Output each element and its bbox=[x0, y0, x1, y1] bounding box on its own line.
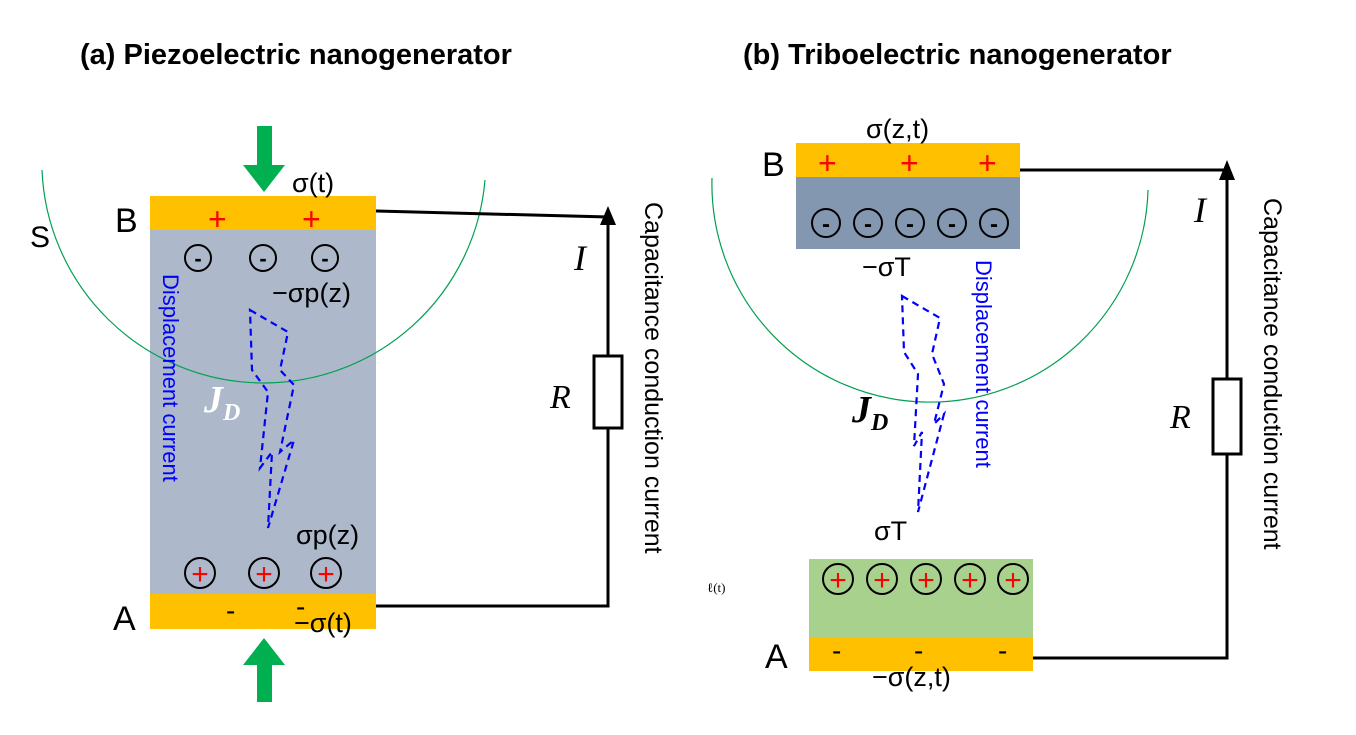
top-polarization-label: −σp(z) bbox=[272, 278, 351, 308]
svg-text:+: + bbox=[317, 558, 335, 591]
circuit-wire-a-lower bbox=[376, 428, 610, 608]
electrode-label-a: A bbox=[113, 600, 136, 638]
resistor-b bbox=[1211, 377, 1243, 456]
displacement-current-label-b: Displacement current bbox=[971, 260, 996, 468]
negative-tribo-ion-1: - bbox=[811, 208, 841, 238]
panel-b: (b) Triboelectric nanogenerator σ(z,t) B… bbox=[707, 39, 1286, 692]
circuit-label-a: Capacitance conduction current bbox=[639, 202, 667, 554]
svg-text:+: + bbox=[829, 564, 847, 597]
negative-ion-3: - bbox=[311, 244, 339, 272]
negative-ion-2: - bbox=[249, 244, 277, 272]
jd-symbol-b: JD bbox=[851, 389, 888, 436]
svg-text:-: - bbox=[822, 211, 830, 238]
positive-ion-3: + bbox=[310, 557, 342, 591]
surface-label: S bbox=[30, 221, 50, 254]
svg-text:+: + bbox=[255, 558, 273, 591]
electrode-label-b2: B bbox=[762, 146, 785, 184]
top-electrode-b2 bbox=[796, 143, 1020, 177]
positive-tribo-ion-2: + bbox=[866, 563, 898, 597]
top-tribo-label: −σT bbox=[862, 252, 911, 282]
panel-a-title: (a) Piezoelectric nanogenerator bbox=[80, 39, 512, 71]
positive-tribo-ion-5: + bbox=[997, 563, 1029, 597]
panel-b-title: (b) Triboelectric nanogenerator bbox=[743, 39, 1172, 71]
bottom-compression-arrow bbox=[243, 638, 285, 702]
bottom-electrode-minus-b1: - bbox=[832, 635, 841, 666]
current-symbol-a: I bbox=[573, 238, 588, 278]
svg-text:-: - bbox=[321, 246, 328, 271]
top-charge-label: σ(t) bbox=[292, 168, 334, 198]
current-arrowhead-a bbox=[600, 206, 616, 225]
resistor-symbol-a: R bbox=[549, 379, 571, 416]
svg-text:-: - bbox=[259, 246, 266, 271]
bottom-electrode-a bbox=[150, 594, 376, 629]
bottom-polarization-label: σp(z) bbox=[296, 520, 359, 550]
positive-tribo-ion-3: + bbox=[910, 563, 942, 597]
displacement-current-bolt-b bbox=[900, 294, 947, 513]
negative-tribo-ion-4: - bbox=[937, 208, 967, 238]
circuit-wire-a bbox=[375, 209, 610, 356]
gap-label: ℓ(t) bbox=[707, 580, 726, 595]
negative-tribo-ion-5: - bbox=[979, 208, 1009, 238]
positive-ion-1: + bbox=[184, 557, 216, 591]
positive-ion-2: + bbox=[248, 557, 280, 591]
top-electrode-plus-b2: + bbox=[900, 145, 919, 181]
positive-tribo-ion-4: + bbox=[954, 563, 986, 597]
gaussian-surface-arc-b bbox=[711, 177, 1149, 403]
displacement-current-bolt bbox=[248, 308, 297, 529]
current-arrowhead-b bbox=[1219, 160, 1235, 180]
bottom-electrode-minus-2: - bbox=[296, 591, 305, 622]
jd-symbol: JD bbox=[203, 379, 240, 426]
negative-ion-1: - bbox=[184, 244, 212, 272]
svg-text:-: - bbox=[906, 211, 914, 238]
circuit-label-b: Capacitance conduction current bbox=[1258, 198, 1286, 550]
svg-text:+: + bbox=[191, 558, 209, 591]
svg-text:-: - bbox=[864, 211, 872, 238]
bottom-electrode-a2 bbox=[809, 637, 1033, 671]
resistor-a bbox=[592, 354, 624, 430]
bottom-electrode-minus-b2: - bbox=[914, 635, 923, 666]
bottom-charge-label-b: −σ(z,t) bbox=[872, 662, 951, 692]
top-electrode-b bbox=[150, 196, 376, 230]
bottom-charge-label: −σ(t) bbox=[294, 608, 352, 638]
svg-text:+: + bbox=[1004, 564, 1022, 597]
svg-text:-: - bbox=[194, 246, 201, 271]
svg-text:+: + bbox=[961, 564, 979, 597]
bottom-electrode-minus-1: - bbox=[226, 595, 235, 626]
svg-text:+: + bbox=[917, 564, 935, 597]
top-compression-arrow bbox=[243, 126, 285, 192]
electrode-label-b: B bbox=[115, 202, 138, 240]
resistor-symbol-b: R bbox=[1169, 399, 1191, 436]
bottom-electrode-minus-b3: - bbox=[998, 635, 1007, 666]
gaussian-surface-arc bbox=[41, 169, 486, 384]
negative-tribo-ion-3: - bbox=[895, 208, 925, 238]
positive-tribo-layer bbox=[809, 559, 1033, 637]
displacement-current-label: Displacement current bbox=[158, 274, 183, 482]
panel-a: (a) Piezoelectric nanogenerator S B A + … bbox=[30, 39, 667, 702]
circuit-wire-b-lower bbox=[1033, 454, 1229, 660]
svg-text:+: + bbox=[873, 564, 891, 597]
svg-text:-: - bbox=[948, 211, 956, 238]
bottom-tribo-label: σT bbox=[874, 516, 907, 546]
positive-tribo-ion-1: + bbox=[822, 563, 854, 597]
svg-text:-: - bbox=[990, 211, 998, 238]
top-electrode-plus-b1: + bbox=[818, 145, 837, 181]
top-electrode-plus-2: + bbox=[302, 201, 321, 237]
piezo-dielectric bbox=[150, 230, 376, 596]
negative-tribo-ion-2: - bbox=[853, 208, 883, 238]
top-charge-label-b: σ(z,t) bbox=[866, 114, 929, 144]
electrode-label-a2: A bbox=[765, 638, 788, 676]
current-symbol-b: I bbox=[1193, 190, 1208, 230]
top-electrode-plus-1: + bbox=[208, 201, 227, 237]
top-electrode-plus-b3: + bbox=[978, 145, 997, 181]
